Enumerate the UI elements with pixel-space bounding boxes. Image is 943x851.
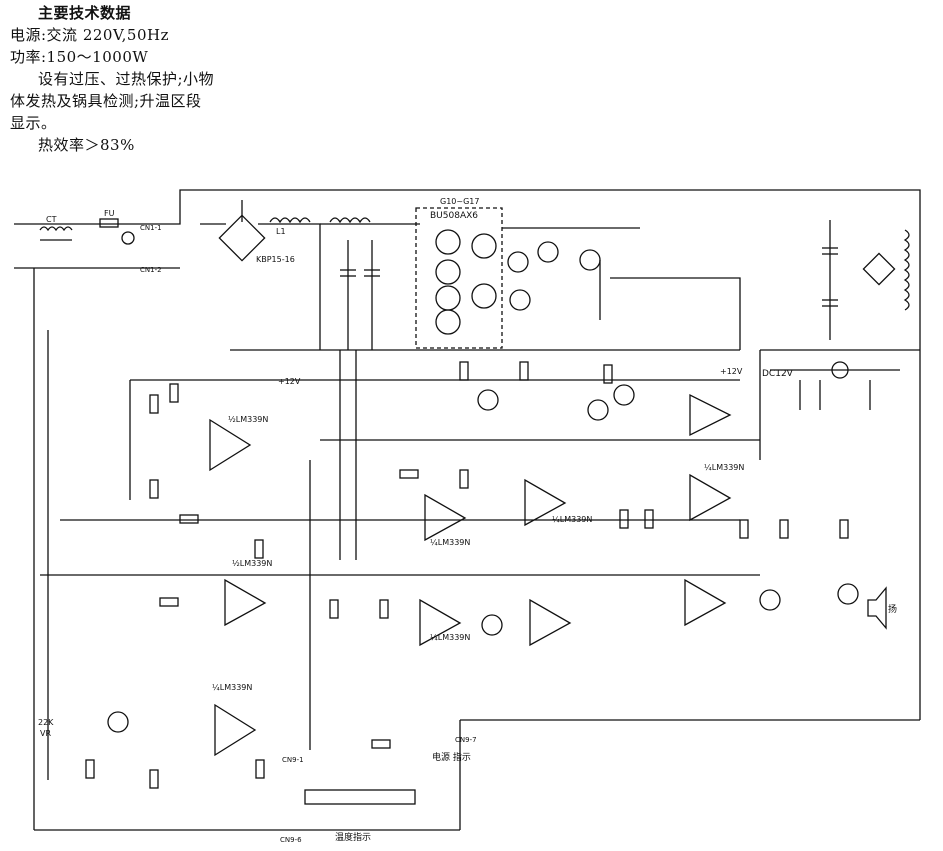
spec-protection-3: 显示。 <box>10 114 57 132</box>
spec-protection-1: 设有过压、过热保护;小物 <box>38 70 215 88</box>
lamp-symbol <box>121 231 135 245</box>
spec-power-rating: 功率:150～1000W <box>10 48 149 66</box>
transistor-q6 <box>613 384 635 406</box>
label-igbt-range: G10~G17 <box>440 197 479 206</box>
label-plus12b: +12V <box>278 377 301 386</box>
transistor-q5 <box>587 399 609 421</box>
transistor-q1 <box>481 614 503 636</box>
choke-l2 <box>329 217 371 224</box>
spec-power-source: 电源:交流 220V,50Hz <box>10 26 170 44</box>
driver-q8 <box>579 249 601 271</box>
fuse-symbol <box>99 218 119 228</box>
label-ic-3: ¼LM339N <box>552 515 592 524</box>
label-ic-1: ½LM339N <box>228 415 268 424</box>
igbt-transistors <box>435 229 497 335</box>
label-bridge: KBP15-16 <box>256 255 295 264</box>
igbt-module-box <box>415 207 503 349</box>
label-igbt: BU508AX6 <box>430 211 478 221</box>
driver-q10 <box>537 241 559 263</box>
driver-q11 <box>509 289 531 311</box>
label-speaker: 扬 <box>888 603 897 615</box>
resistor-grid <box>85 361 849 789</box>
label-fuse: FU <box>104 209 115 218</box>
opamp-comparators <box>209 393 732 757</box>
speaker-symbol <box>867 586 887 630</box>
label-cn9-7: CN9-7 <box>455 736 477 744</box>
choke-l1 <box>269 217 311 224</box>
label-ic-2: ½LM339N <box>232 559 272 568</box>
label-22k: 22K <box>38 718 54 727</box>
specs-heading: 主要技术数据 <box>38 4 132 22</box>
driver-q9 <box>507 251 529 273</box>
transistor-q4 <box>477 389 499 411</box>
mains-top-wire <box>14 189 921 225</box>
label-ic-7: ¼LM339N <box>212 683 252 692</box>
specs-block: 主要技术数据 电源:交流 220V,50Hz 功率:150～1000W 设有过压… <box>10 2 280 156</box>
label-ic-5: ¼LM339N <box>430 538 470 547</box>
label-ct: CT <box>46 215 57 224</box>
regulator-q <box>831 361 849 379</box>
spec-protection-2: 体发热及锅具检测;升温区段 <box>10 92 202 110</box>
label-power-indicator: 电源 指示 <box>432 751 471 763</box>
transistor-q2 <box>759 589 781 611</box>
output-bridge <box>862 252 896 286</box>
led-display-bar <box>304 789 416 805</box>
label-cn2: CN1-2 <box>140 266 162 274</box>
spec-efficiency: 热效率＞83% <box>38 136 135 154</box>
label-temp-display: 温度指示 <box>335 831 371 843</box>
label-plus12c: +12V <box>720 367 743 376</box>
label-cn1: CN1-1 <box>140 224 162 232</box>
label-ic-6: ¼LM339N <box>430 633 470 642</box>
output-transformer-coil <box>903 229 910 311</box>
label-choke: L1 <box>276 227 286 236</box>
label-dc12v: DC12V <box>762 369 794 379</box>
label-vr: VR <box>40 729 51 738</box>
ct-coil <box>39 226 73 232</box>
transistor-q3 <box>837 583 859 605</box>
label-cn9-6: CN9-6 <box>280 836 302 844</box>
label-cn9-1: CN9-1 <box>282 756 304 764</box>
label-ic-4: ¼LM339N <box>704 463 744 472</box>
bridge-rectifier <box>218 200 266 262</box>
transistor-q7 <box>107 711 129 733</box>
